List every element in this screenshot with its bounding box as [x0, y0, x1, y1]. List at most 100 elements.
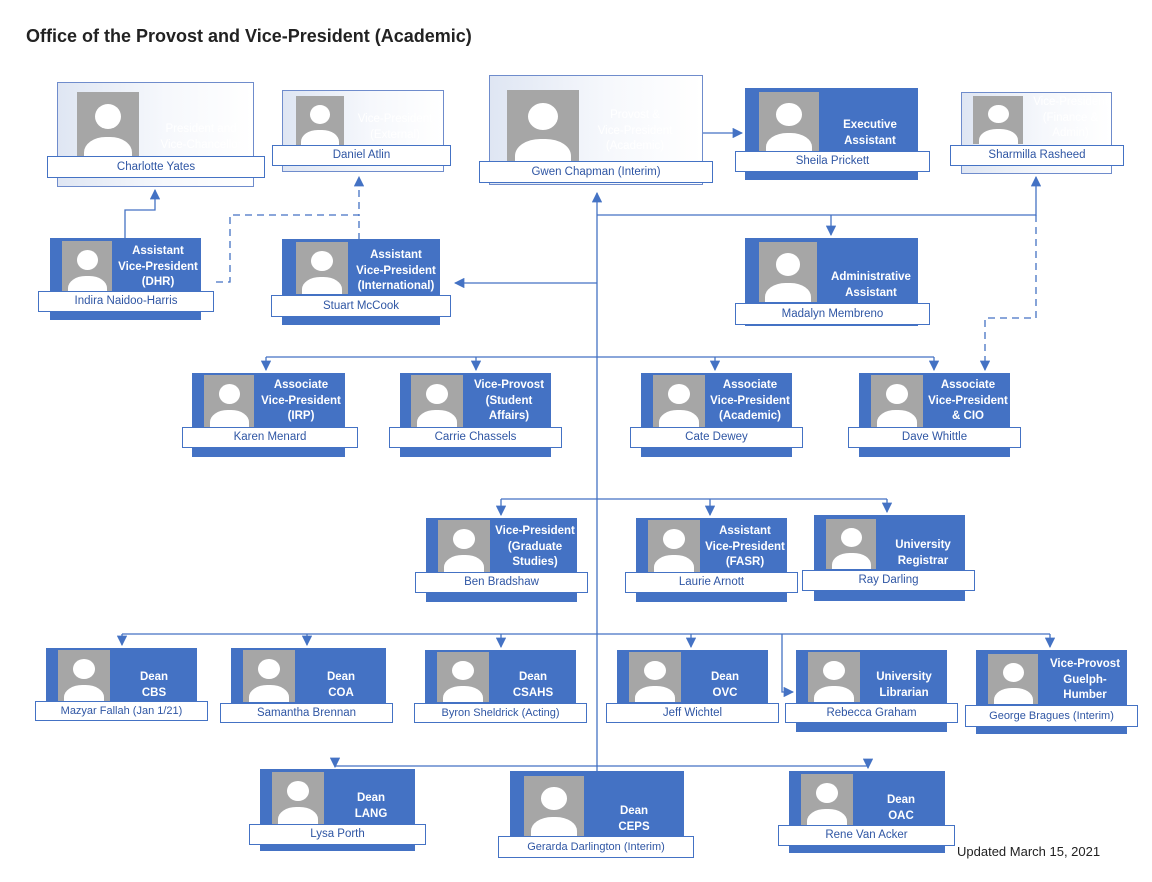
position-title: Associate Vice-President (IRP) — [261, 379, 341, 422]
person-body-shape — [530, 816, 578, 836]
position-title: Associate Vice-President (Academic) — [710, 379, 790, 422]
person-head-shape — [776, 102, 802, 126]
person-placeholder-icon — [204, 375, 254, 427]
person-body-shape — [831, 553, 871, 569]
person-placeholder-icon — [77, 92, 139, 158]
person-placeholder-icon — [272, 772, 324, 824]
person-name: Karen Menard — [182, 427, 358, 448]
person-placeholder-icon — [801, 774, 853, 826]
person-head-shape — [452, 661, 474, 680]
person-body-shape — [301, 277, 343, 294]
position-title: Vice-Provost Guelph- Humber — [1049, 658, 1121, 701]
position-title: Provost & Vice-President (Academic) — [597, 109, 673, 152]
person-body-shape — [514, 138, 572, 162]
person-name: Indira Naidoo-Harris — [38, 291, 214, 312]
position-title: Vice-President (Graduate Studies) — [495, 525, 575, 568]
person-head-shape — [1002, 663, 1024, 682]
position-title: President and Vice-Chancellor — [160, 123, 242, 151]
person-name: Sharmilla Rasheed — [950, 145, 1124, 166]
person-placeholder-icon — [759, 242, 817, 302]
person-body-shape — [658, 410, 700, 427]
person-name: Jeff Wichtel — [606, 703, 779, 723]
person-name: Dave Whittle — [848, 427, 1021, 448]
person-name: Stuart McCook — [271, 295, 451, 317]
person-head-shape — [218, 384, 240, 405]
person-placeholder-icon — [243, 650, 295, 702]
position-title: Assistant Vice-President (DHR) — [118, 245, 198, 288]
person-head-shape — [775, 252, 801, 276]
person-body-shape — [765, 282, 811, 302]
person-head-shape — [886, 384, 908, 405]
person-name: Charlotte Yates — [47, 156, 265, 178]
person-name: Samantha Brennan — [220, 703, 393, 723]
person-head-shape — [453, 529, 475, 550]
person-body-shape — [63, 685, 105, 702]
position-title: Associate Vice-President & CIO — [928, 379, 1008, 422]
person-placeholder-icon — [524, 776, 584, 836]
position-title: Dean COA — [326, 671, 356, 699]
person-head-shape — [94, 103, 122, 129]
person-head-shape — [287, 781, 309, 802]
position-title: Dean OAC — [886, 794, 916, 822]
person-body-shape — [653, 555, 695, 572]
position-title: Vice-Provost (Student Affairs) — [473, 379, 545, 422]
dotted-reporting-line — [979, 215, 1037, 372]
person-name: Sheila Prickett — [735, 151, 930, 172]
position-title: Assistant Vice-President (International) — [356, 249, 436, 292]
person-name: Cate Dewey — [630, 427, 803, 448]
position-title: Dean OVC — [710, 671, 740, 699]
person-body-shape — [301, 130, 339, 146]
person-body-shape — [876, 410, 918, 427]
person-head-shape — [258, 659, 280, 680]
person-head-shape — [76, 250, 98, 271]
person-body-shape — [443, 555, 485, 572]
person-head-shape — [426, 384, 448, 405]
position-title: Dean CEPS — [618, 805, 650, 833]
person-body-shape — [765, 132, 813, 152]
person-body-shape — [813, 686, 855, 702]
updated-date: Updated March 15, 2021 — [957, 844, 1101, 859]
person-body-shape — [209, 410, 249, 427]
person-head-shape — [823, 661, 845, 680]
person-name: Carrie Chassels — [389, 427, 562, 448]
position-title: Assistant Vice-President (FASR) — [705, 525, 785, 568]
person-name: Ben Bradshaw — [415, 572, 588, 593]
person-placeholder-icon — [296, 242, 348, 294]
person-body-shape — [442, 686, 484, 702]
person-name: Rebecca Graham — [785, 703, 958, 723]
person-head-shape — [527, 102, 559, 131]
person-placeholder-icon — [648, 520, 700, 572]
person-placeholder-icon — [411, 375, 463, 427]
person-body-shape — [416, 410, 458, 427]
person-placeholder-icon — [826, 519, 876, 569]
person-head-shape — [816, 783, 838, 804]
person-name: Daniel Atlin — [272, 145, 451, 166]
person-body-shape — [83, 136, 133, 158]
person-head-shape — [73, 659, 95, 680]
person-name: Rene Van Acker — [778, 825, 955, 846]
person-placeholder-icon — [808, 652, 860, 702]
position-title: Administrative Assistant — [831, 271, 911, 299]
person-placeholder-icon — [988, 654, 1038, 704]
reporting-line — [781, 634, 795, 698]
person-name: Gerarda Darlington (Interim) — [498, 836, 694, 858]
position-title: Dean CBS — [139, 671, 169, 699]
person-body-shape — [634, 686, 676, 702]
person-placeholder-icon — [296, 96, 344, 146]
person-name: Lysa Porth — [249, 824, 426, 845]
person-body-shape — [993, 688, 1033, 704]
person-name: Laurie Arnott — [625, 572, 798, 593]
person-head-shape — [311, 251, 333, 272]
person-placeholder-icon — [653, 375, 705, 427]
person-head-shape — [541, 786, 567, 810]
person-placeholder-icon — [871, 375, 923, 427]
person-head-shape — [840, 528, 862, 547]
page-title: Office of the Provost and Vice-President… — [26, 26, 472, 46]
person-placeholder-icon — [759, 92, 819, 152]
position-title: Dean LANG — [354, 792, 388, 820]
person-name: Madalyn Membreno — [735, 303, 930, 325]
dotted-reporting-line — [216, 175, 365, 283]
person-placeholder-icon — [973, 96, 1023, 144]
